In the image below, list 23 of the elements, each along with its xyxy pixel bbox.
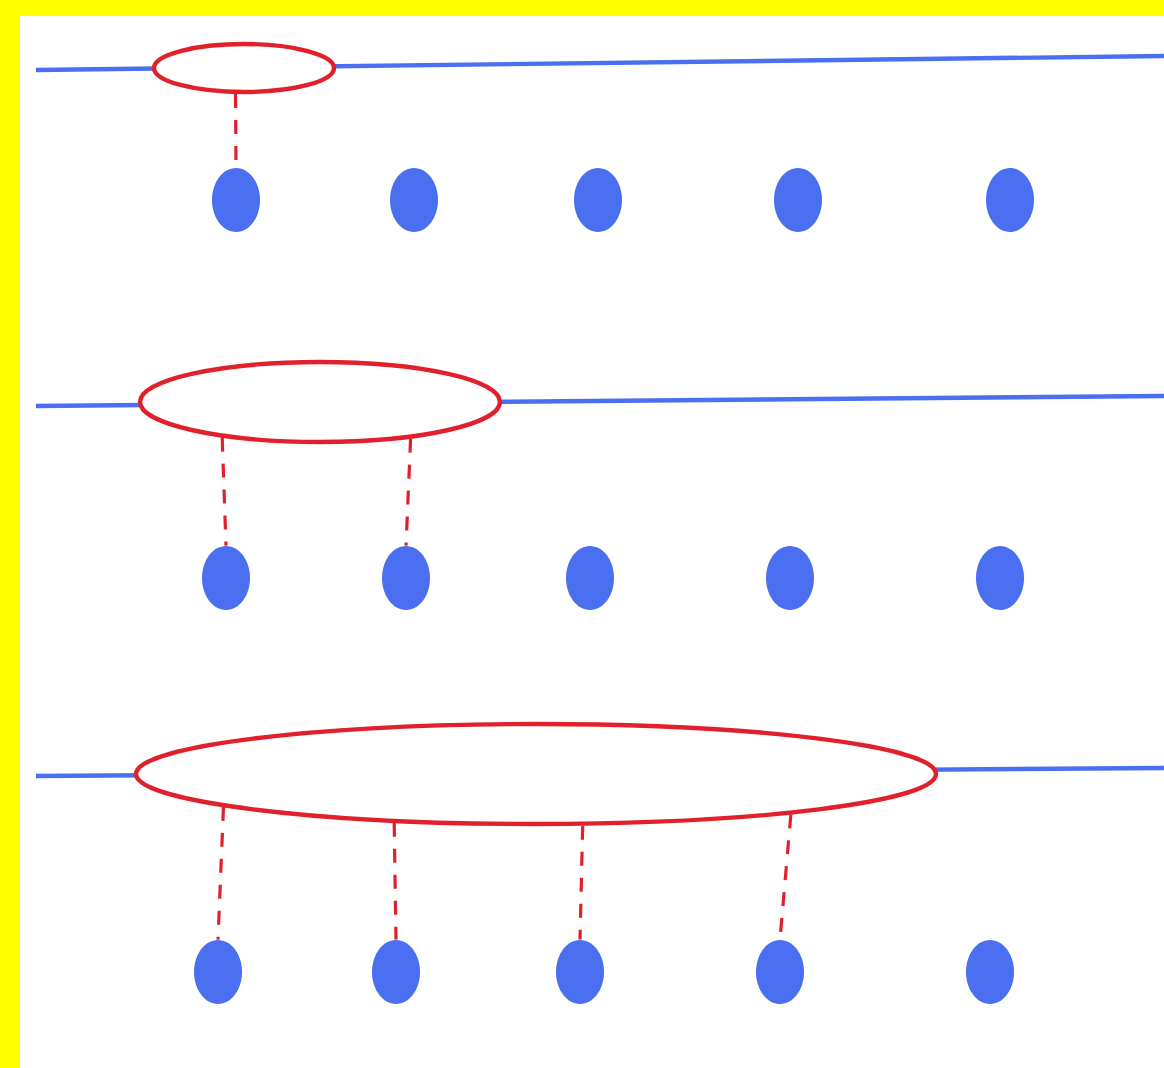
dot [566,546,614,610]
dashed-line [578,825,585,940]
dot [372,940,420,1004]
dot [212,168,260,232]
dot [774,168,822,232]
dot [766,546,814,610]
dot [976,546,1024,610]
dashed-line [220,437,228,546]
dot [756,940,804,1004]
dot [966,940,1014,1004]
ellipse [137,359,503,445]
dot [986,168,1034,232]
dot [202,546,250,610]
dashed-line [392,822,398,940]
dot [390,168,438,232]
dashed-line [404,438,413,546]
dot [574,168,622,232]
dot [556,940,604,1004]
ellipse [133,721,939,827]
dot [194,940,242,1004]
dashed-line [216,806,226,940]
ellipse [151,41,337,95]
dot [382,546,430,610]
